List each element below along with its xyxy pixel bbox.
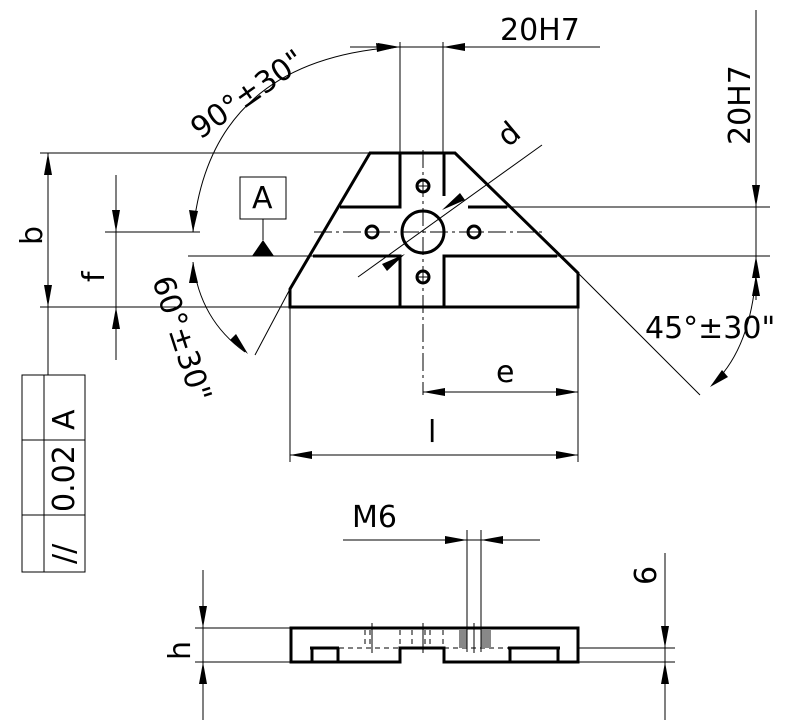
dim-l: l	[289, 307, 579, 462]
dim-angle-60: 60°±30"	[144, 261, 291, 407]
top-view	[288, 150, 580, 395]
dim-label: h	[163, 641, 198, 660]
side-view	[289, 623, 580, 664]
dim-label: b	[15, 226, 50, 245]
dim-label: d	[491, 115, 528, 154]
dim-label: 20H7	[500, 13, 580, 48]
thread-hatch-right	[481, 630, 491, 648]
dim-label: 45°±30"	[645, 311, 775, 346]
dim-angle-45: 45°±30"	[577, 272, 775, 396]
dim-label: M6	[352, 500, 397, 535]
dim-label: 6	[629, 566, 664, 585]
dim-h: h	[163, 570, 291, 720]
dim-label: e	[496, 355, 514, 390]
dim-20h7-top: 20H7	[350, 13, 600, 153]
dim-label: 60°±30"	[144, 272, 218, 407]
dim-f: f	[77, 175, 313, 360]
side-outline	[289, 626, 580, 664]
dim-6: 6	[578, 553, 675, 720]
dim-label: f	[77, 270, 112, 282]
datum-label: A	[252, 181, 273, 216]
dim-b: b	[15, 152, 370, 375]
dim-angle-90: 90°±30"	[185, 43, 399, 233]
slot-edges	[313, 153, 557, 307]
dim-label: 90°±30"	[185, 43, 312, 146]
thread-hatch-left	[459, 630, 467, 648]
tolerance-frame: A 0.02 //	[21, 374, 86, 573]
part-outline	[288, 151, 580, 309]
parallelism-symbol: //	[47, 543, 82, 564]
tolerance-datum: A	[47, 409, 82, 430]
tolerance-value: 0.02	[47, 445, 82, 512]
dim-label: l	[428, 415, 436, 450]
dim-e: e	[423, 355, 578, 396]
dim-label: 20H7	[723, 65, 758, 145]
dim-20h7-side: 20H7	[470, 10, 770, 300]
datum-a: A	[239, 176, 287, 256]
dim-m6: M6	[343, 500, 540, 652]
dim-diameter-d: d	[357, 115, 543, 278]
